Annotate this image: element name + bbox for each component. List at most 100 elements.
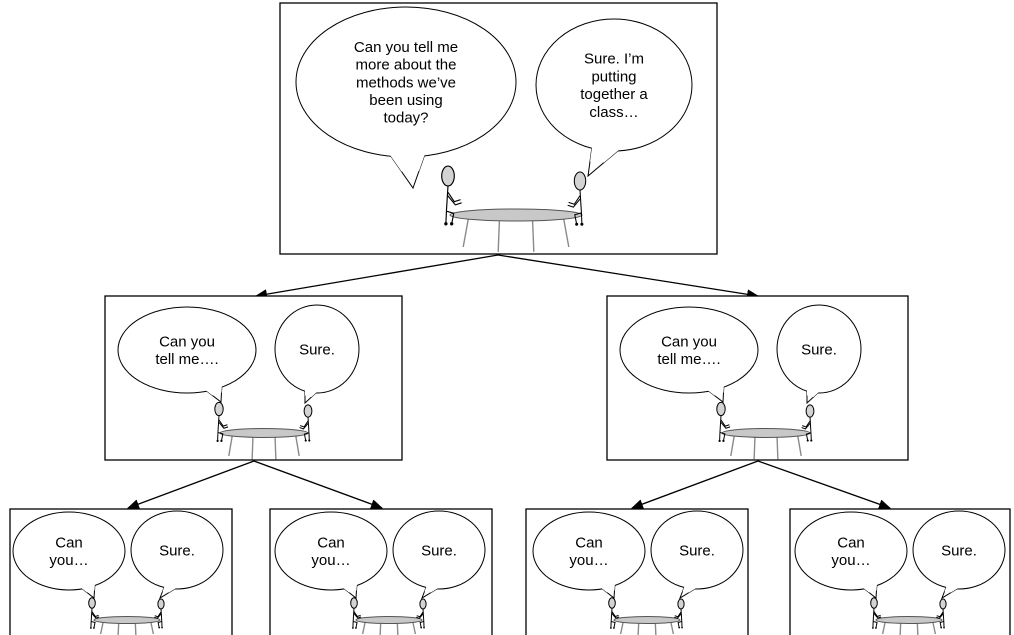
speech-line: Sure. bbox=[159, 542, 195, 559]
head-icon bbox=[350, 597, 358, 609]
table-leg bbox=[932, 621, 937, 635]
right-person-figure bbox=[154, 598, 165, 629]
speech-line: more about the bbox=[356, 57, 457, 74]
arm bbox=[801, 422, 811, 430]
speech-bubble-left: Canyou… bbox=[274, 511, 388, 599]
arm bbox=[447, 195, 462, 206]
left-person-figure bbox=[716, 401, 731, 442]
foot bbox=[718, 439, 721, 442]
right-person-figure bbox=[674, 598, 685, 629]
arrow-left-to-ll bbox=[127, 460, 255, 509]
leg bbox=[419, 620, 424, 628]
foot bbox=[613, 627, 615, 629]
speech-line: you… bbox=[831, 552, 870, 569]
right-person-figure bbox=[936, 598, 947, 629]
right-person-figure bbox=[299, 404, 313, 442]
table-leg bbox=[99, 621, 104, 635]
speech-line: tell me…. bbox=[657, 351, 720, 368]
speech-line: Can bbox=[317, 534, 345, 551]
arm bbox=[91, 611, 99, 618]
left-person-figure bbox=[88, 597, 100, 629]
torso bbox=[160, 608, 163, 622]
foot bbox=[216, 439, 219, 442]
speech-line: you… bbox=[569, 552, 608, 569]
table-leg bbox=[412, 621, 417, 635]
leg bbox=[91, 620, 96, 629]
leg bbox=[939, 620, 944, 628]
right-person-figure bbox=[416, 598, 427, 629]
foot bbox=[722, 439, 725, 442]
arm bbox=[416, 613, 424, 619]
arm bbox=[568, 195, 581, 205]
speech-bubble-right: Sure. bbox=[130, 510, 224, 600]
torso bbox=[942, 608, 945, 622]
left-person-figure bbox=[441, 165, 462, 226]
leg bbox=[611, 620, 616, 629]
speech-line: class… bbox=[589, 104, 638, 121]
leg bbox=[574, 212, 582, 225]
bubble-outline bbox=[532, 511, 646, 591]
arm bbox=[674, 613, 682, 619]
table-leg bbox=[916, 621, 919, 635]
table-leg bbox=[776, 435, 779, 460]
leg bbox=[873, 620, 878, 629]
left-person-figure bbox=[350, 597, 362, 629]
head-icon bbox=[939, 598, 947, 610]
round-table bbox=[355, 616, 423, 635]
arm bbox=[936, 613, 944, 619]
table-leg bbox=[670, 621, 675, 635]
bubble-outline bbox=[619, 306, 759, 394]
arm bbox=[218, 419, 228, 427]
left-person-figure bbox=[608, 597, 620, 629]
round-table bbox=[219, 428, 309, 460]
foot bbox=[161, 626, 163, 629]
torso bbox=[217, 415, 220, 433]
arm bbox=[416, 611, 424, 618]
bubble-outline bbox=[274, 511, 388, 591]
leg bbox=[446, 210, 455, 224]
table-leg bbox=[753, 435, 756, 460]
arm bbox=[91, 612, 100, 619]
speech-bubble-left: Canyou… bbox=[794, 511, 908, 599]
bubble-outline bbox=[130, 510, 224, 590]
table-leg bbox=[228, 435, 234, 457]
arm bbox=[611, 612, 620, 619]
speech-bubble-right: Sure. bbox=[776, 304, 862, 405]
head-icon bbox=[870, 597, 878, 609]
torso bbox=[719, 415, 722, 433]
arm bbox=[873, 611, 881, 618]
round-table bbox=[613, 616, 681, 635]
head-icon bbox=[88, 597, 96, 609]
foot bbox=[93, 627, 95, 629]
foot bbox=[681, 626, 683, 629]
speech-line: Sure. bbox=[941, 542, 977, 559]
arm bbox=[873, 612, 882, 619]
arrow-right-to-rr bbox=[757, 460, 891, 510]
right-person-figure bbox=[801, 404, 815, 442]
table-leg bbox=[562, 217, 570, 248]
arm bbox=[802, 420, 811, 428]
table-leg bbox=[654, 621, 657, 635]
speech-line: Sure. I’m bbox=[584, 51, 644, 68]
foot bbox=[449, 222, 454, 226]
speech-bubble-left: Canyou… bbox=[532, 511, 646, 599]
table-leg bbox=[294, 435, 300, 457]
torso bbox=[809, 417, 812, 433]
speech-line: you… bbox=[49, 552, 88, 569]
leg bbox=[217, 431, 224, 441]
table-leg bbox=[497, 217, 501, 252]
table-top bbox=[449, 208, 583, 222]
foot bbox=[352, 627, 354, 629]
speech-bubble-right: Sure. bbox=[912, 510, 1006, 600]
speech-line: Sure. bbox=[801, 341, 837, 358]
speech-line: Can you bbox=[661, 333, 717, 350]
torso bbox=[307, 417, 310, 433]
foot bbox=[610, 627, 612, 629]
foot bbox=[304, 439, 307, 442]
